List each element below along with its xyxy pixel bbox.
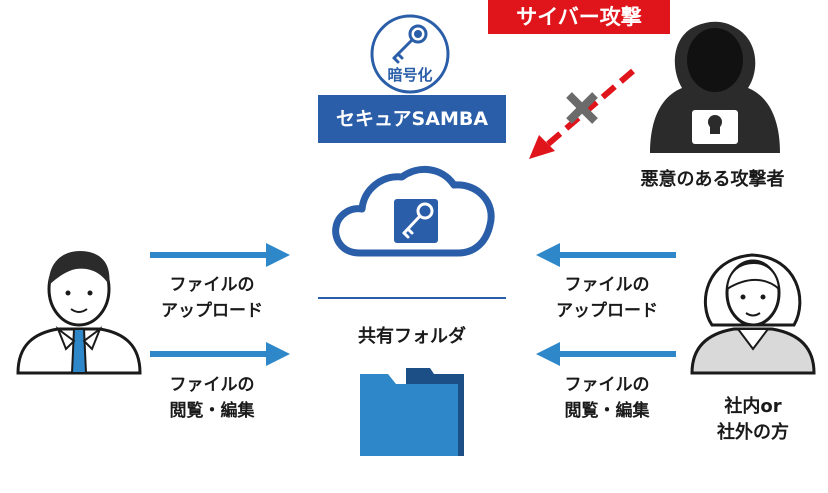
folder-icon bbox=[360, 368, 464, 456]
key-circle-icon bbox=[370, 14, 450, 94]
attack-arrow bbox=[529, 68, 635, 159]
right-view-arrow bbox=[536, 342, 676, 366]
left-upload-label: ファイルの アップロード bbox=[161, 275, 263, 321]
cyber-attack-banner: サイバー攻撃 bbox=[488, 0, 670, 34]
right-user-label: 社内or 社外の方 bbox=[717, 396, 789, 443]
female-user-icon bbox=[690, 253, 816, 375]
male-user-icon bbox=[16, 251, 142, 375]
shared-folder-label: 共有フォルダ bbox=[358, 326, 466, 347]
left-view-arrow bbox=[150, 342, 290, 366]
right-upload-arrow bbox=[536, 243, 676, 267]
secure-samba-box: セキュアSAMBA bbox=[318, 95, 506, 143]
hacker-icon bbox=[650, 21, 780, 154]
divider-line bbox=[318, 297, 506, 299]
right-view-edit-label: ファイルの 閲覧・編集 bbox=[564, 375, 650, 421]
cloud-key-icon bbox=[332, 165, 495, 257]
attacker-label: 悪意のある攻撃者 bbox=[640, 169, 785, 190]
right-upload-label: ファイルの アップロード bbox=[556, 275, 658, 321]
blocked-cross-icon bbox=[566, 92, 598, 124]
left-view-edit-label: ファイルの 閲覧・編集 bbox=[169, 375, 255, 421]
left-upload-arrow bbox=[150, 243, 290, 267]
encryption-label: 暗号化 bbox=[387, 66, 433, 84]
